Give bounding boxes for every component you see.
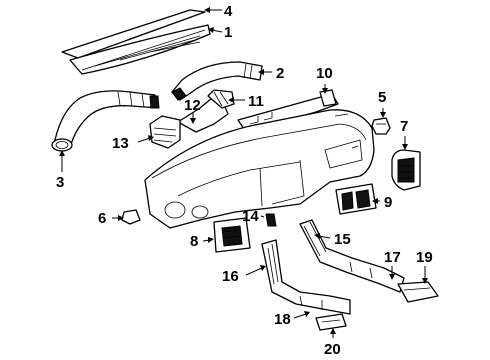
callout-19: 19 <box>416 249 433 266</box>
defroster-nozzle-part <box>61 9 211 75</box>
leader-lines <box>59 7 428 338</box>
right-vent-part <box>391 149 421 191</box>
callout-6: 6 <box>98 210 106 227</box>
callout-14: 14 <box>242 208 259 225</box>
callout-17: 17 <box>384 249 401 266</box>
callout-labels: 4 1 2 10 5 11 12 7 13 3 9 6 14 8 15 17 1… <box>56 3 433 358</box>
side-defroster-duct-part <box>171 61 263 101</box>
rear-duct-part <box>299 219 439 303</box>
instrument-panel-part <box>144 109 375 229</box>
bracket-part <box>121 209 141 225</box>
callout-16: 16 <box>222 268 239 285</box>
knob-part <box>371 117 391 135</box>
clip-part <box>265 213 277 227</box>
floor-duct-part <box>261 239 351 331</box>
callout-2: 2 <box>276 65 284 82</box>
callout-11: 11 <box>248 93 264 110</box>
callout-18: 18 <box>274 311 291 328</box>
callout-20: 20 <box>324 341 341 358</box>
callout-15: 15 <box>334 231 351 248</box>
left-side-duct-part <box>51 90 160 152</box>
side-vent-part <box>213 217 251 253</box>
center-duct-part <box>177 89 235 133</box>
callout-1: 1 <box>224 24 232 41</box>
callout-3: 3 <box>56 174 64 191</box>
callout-5: 5 <box>378 89 386 106</box>
callout-12: 12 <box>184 97 201 114</box>
callout-7: 7 <box>400 118 408 135</box>
center-vent-part <box>149 115 181 149</box>
callout-4: 4 <box>224 3 233 20</box>
callout-9: 9 <box>384 194 392 211</box>
callout-8: 8 <box>190 233 198 250</box>
center-register-part <box>335 183 377 215</box>
callout-13: 13 <box>112 135 129 152</box>
callout-10: 10 <box>316 65 333 82</box>
